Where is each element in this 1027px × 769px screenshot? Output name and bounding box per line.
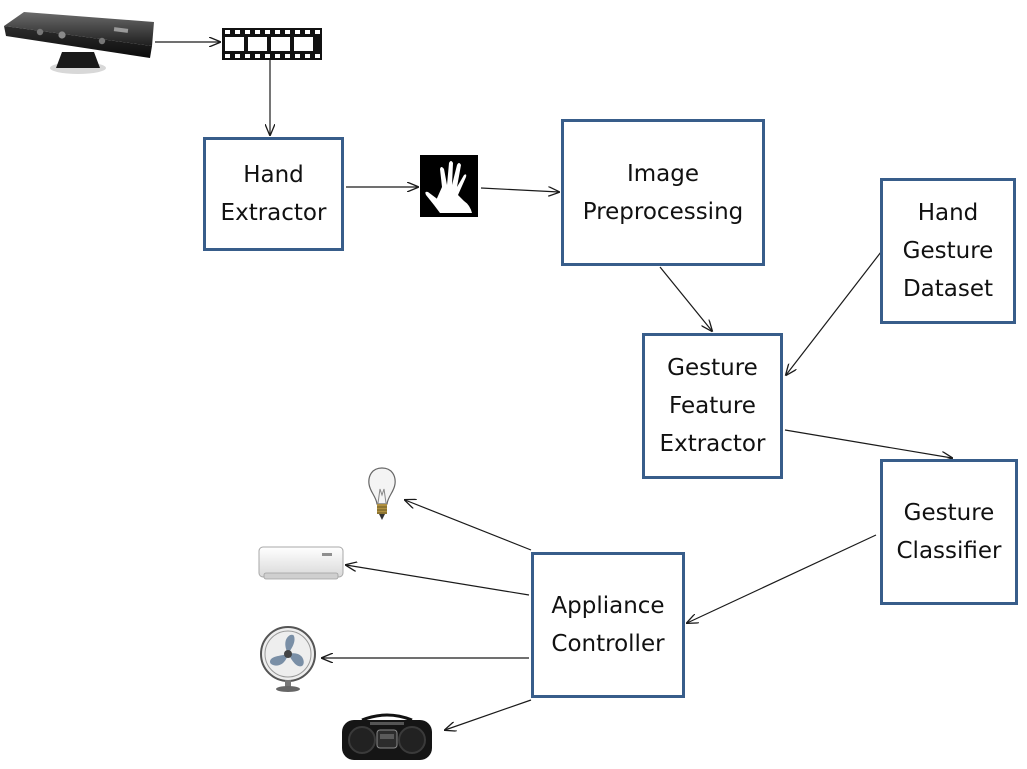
hand-extractor-line: Hand bbox=[243, 162, 304, 188]
gesture-classifier-label: Gesture Classifier bbox=[897, 494, 1002, 570]
arrow-classifier-to-controller bbox=[687, 534, 877, 623]
image-preprocessing-label: Image Preprocessing bbox=[583, 155, 744, 231]
hand-extractor-box: Hand Extractor bbox=[203, 137, 344, 251]
gesture-classifier-line: Classifier bbox=[896, 538, 1002, 564]
arrow-preprocessing-to-feature-extractor bbox=[659, 266, 712, 331]
arrow-feature-extractor-to-classifier bbox=[784, 429, 952, 458]
film-strip-icon bbox=[222, 28, 322, 60]
appliance-controller-box: Appliance Controller bbox=[531, 552, 685, 698]
hand-gesture-dataset-label: Hand Gesture Dataset bbox=[903, 194, 994, 308]
arrow-controller-to-light bbox=[405, 500, 532, 551]
hand-silhouette-icon bbox=[420, 155, 478, 217]
depth-camera-sensor bbox=[4, 12, 154, 74]
arrow-mask-to-preprocessing bbox=[480, 188, 559, 192]
gesture-feature-extractor-label: Gesture Feature Extractor bbox=[660, 349, 766, 463]
hand-gesture-dataset-line: Dataset bbox=[902, 276, 994, 302]
air-conditioner-icon bbox=[258, 546, 344, 580]
appliance-controller-label: Appliance Controller bbox=[551, 587, 664, 663]
gesture-feature-extractor-line: Feature bbox=[669, 393, 756, 419]
hand-extractor-label: Hand Extractor bbox=[221, 156, 327, 232]
gesture-feature-extractor-line: Extractor bbox=[659, 431, 766, 457]
appliance-controller-line: Controller bbox=[551, 631, 665, 657]
gesture-feature-extractor-line: Gesture bbox=[667, 355, 758, 381]
image-preprocessing-box: Image Preprocessing bbox=[561, 119, 765, 266]
arrow-dataset-to-feature-extractor bbox=[786, 251, 882, 375]
light-bulb-icon bbox=[368, 467, 396, 520]
gesture-classifier-box: Gesture Classifier bbox=[880, 459, 1018, 605]
image-preprocessing-line: Preprocessing bbox=[582, 198, 744, 225]
image-preprocessing-line: Image bbox=[626, 160, 700, 187]
gesture-feature-extractor-box: Gesture Feature Extractor bbox=[642, 333, 783, 479]
hand-gesture-dataset-line: Hand bbox=[917, 200, 979, 226]
arrow-controller-to-ac bbox=[346, 565, 530, 596]
appliance-controller-line: Appliance bbox=[551, 593, 665, 619]
hand-extractor-line: Extractor bbox=[220, 200, 327, 226]
boombox-icon bbox=[342, 713, 432, 760]
hand-gesture-dataset-line: Gesture bbox=[902, 238, 994, 264]
gesture-classifier-line: Gesture bbox=[903, 500, 995, 526]
arrow-controller-to-stereo bbox=[445, 699, 532, 730]
hand-gesture-dataset-box: Hand Gesture Dataset bbox=[880, 178, 1016, 324]
fan-icon bbox=[260, 626, 316, 692]
